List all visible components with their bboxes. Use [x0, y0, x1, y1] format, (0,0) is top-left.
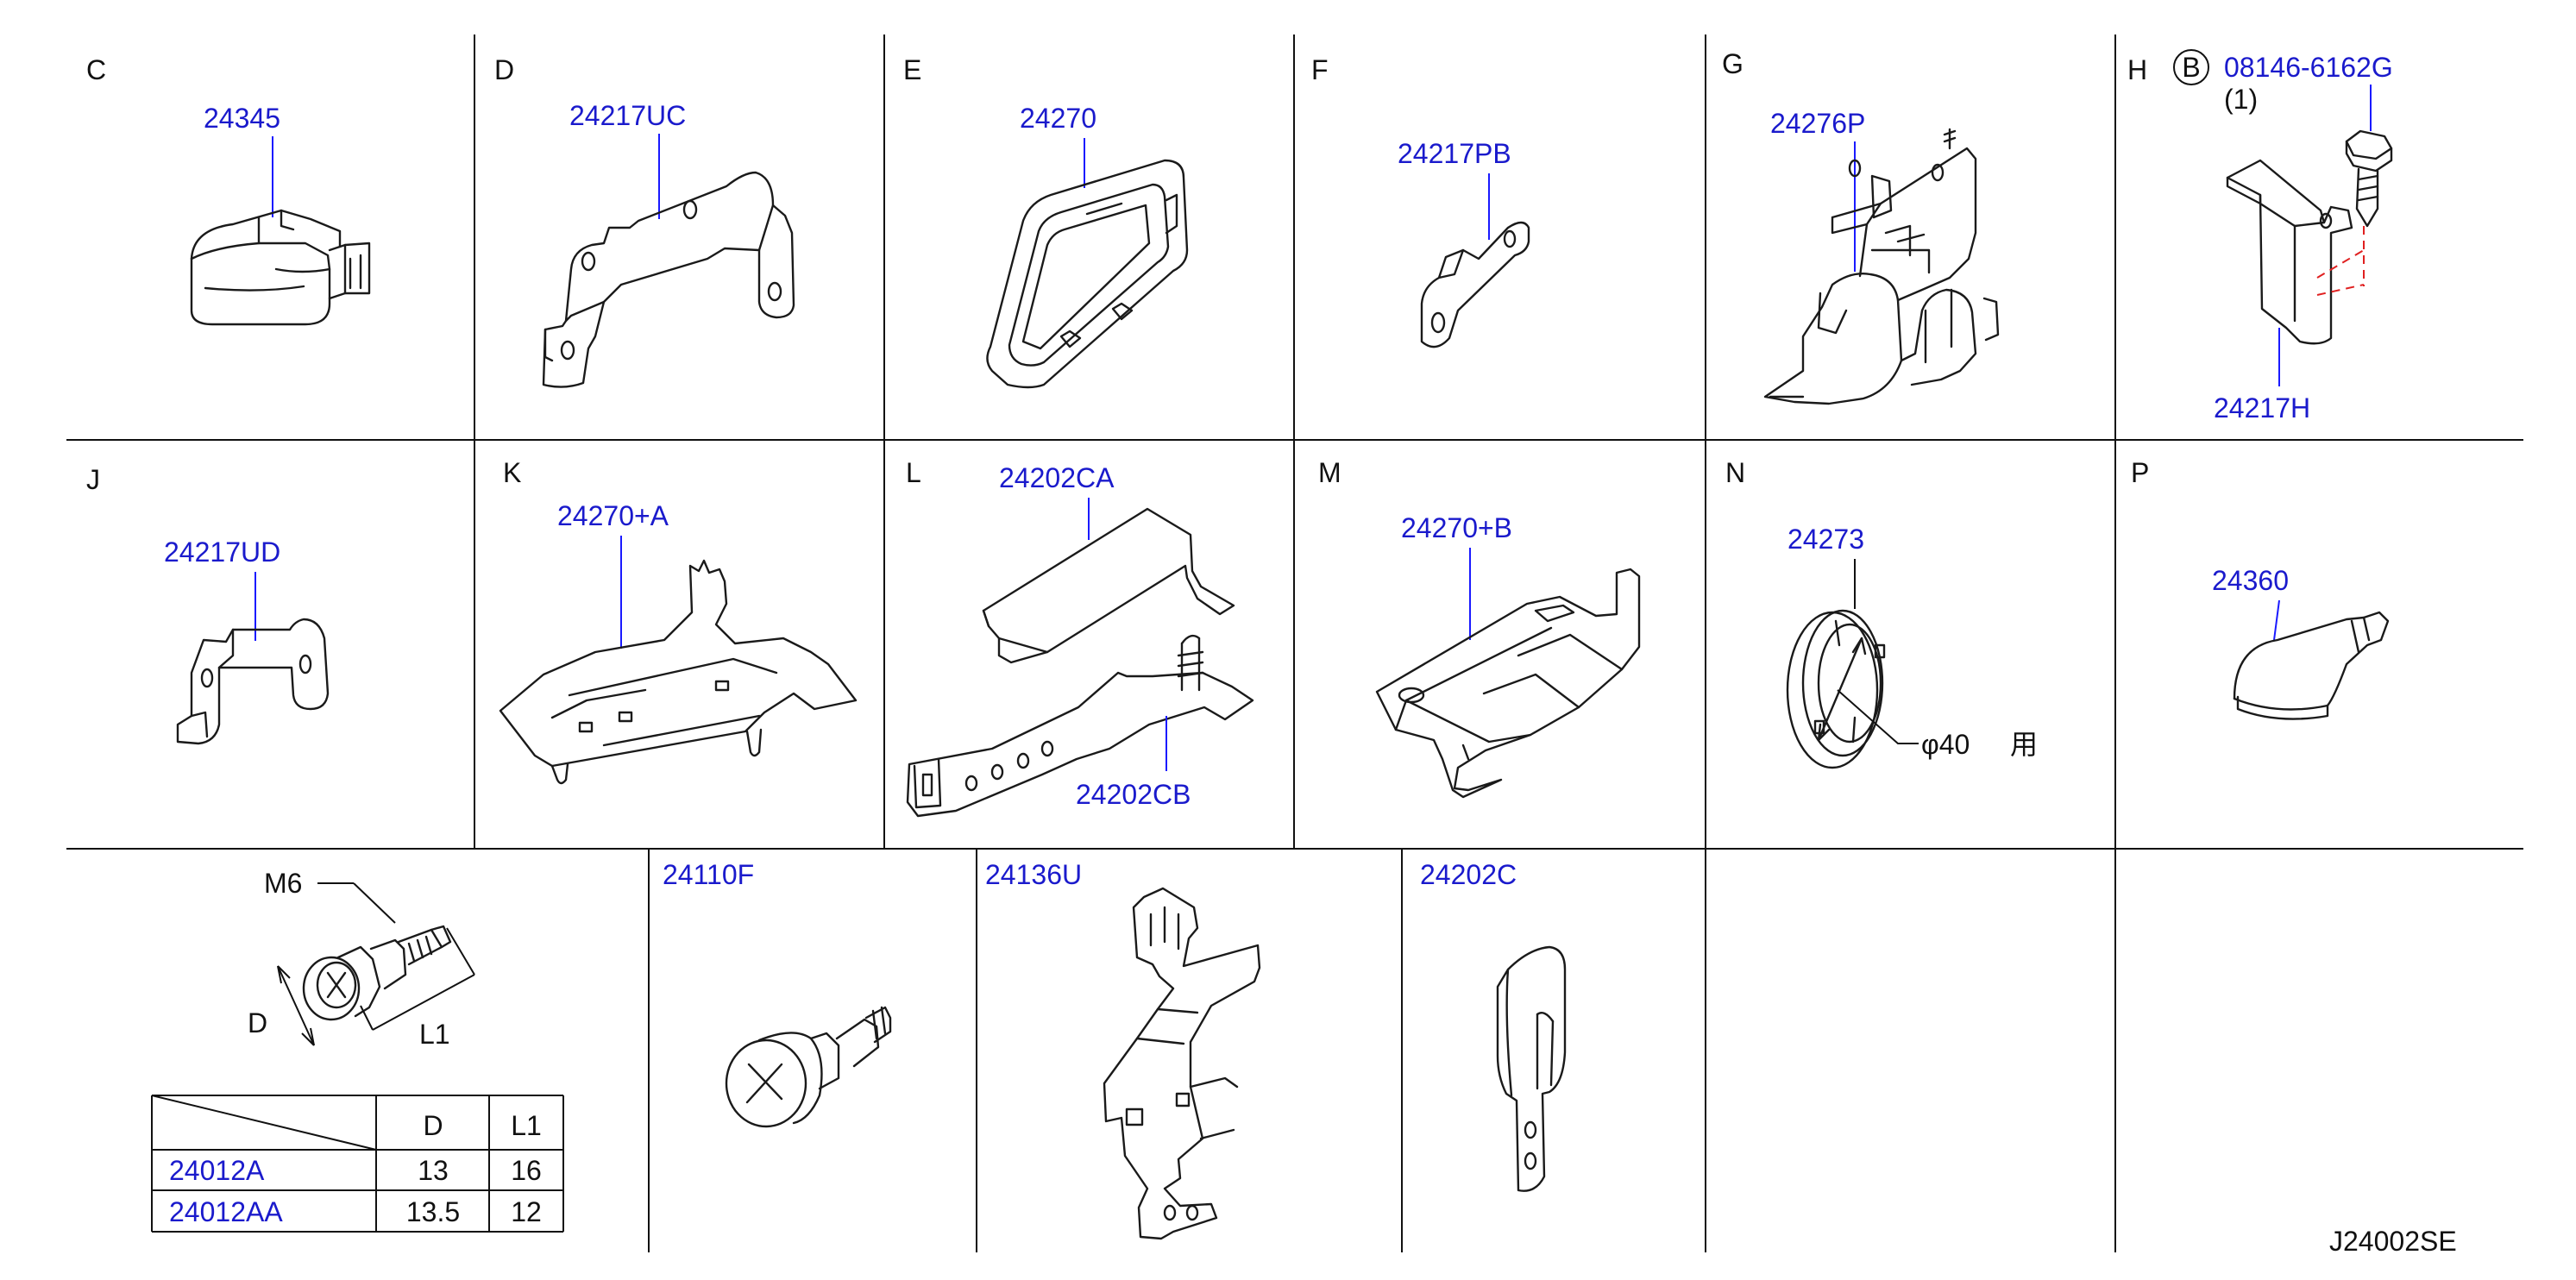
bracket-24202cb-drawing — [906, 634, 1254, 818]
leader-line — [353, 882, 396, 924]
cell-letter-j: J — [86, 464, 100, 495]
bolt-marker-letter: B — [2182, 52, 2200, 83]
diagram-code: J24002SE — [2329, 1226, 2457, 1257]
cell-letter-c: C — [86, 54, 106, 85]
bracket-24217uc-drawing — [542, 171, 795, 388]
table-row-l1: 16 — [511, 1155, 542, 1186]
part-number-24217pb: 24217PB — [1398, 138, 1511, 169]
cell-letter-g: G — [1722, 48, 1744, 79]
part-number-24202cb: 24202CB — [1076, 779, 1191, 810]
bracket-24217pb-drawing — [1420, 221, 1530, 348]
part-number-08146-6162g: 08146-6162G — [2224, 52, 2393, 83]
bracket-24136u-drawing — [1103, 887, 1261, 1240]
thread-size-label: M6 — [264, 868, 302, 899]
clamp-24202c-drawing — [1496, 945, 1567, 1192]
part-number-24360: 24360 — [2212, 565, 2289, 596]
bolt-quantity: (1) — [2224, 84, 2258, 115]
part-number-24270-b: 24270+B — [1401, 512, 1512, 543]
cell-letter-h: H — [2127, 54, 2147, 85]
part-number-24202ca: 24202CA — [999, 462, 1115, 493]
part-number-24110f: 24110F — [663, 859, 754, 890]
part-number-24273: 24273 — [1787, 524, 1864, 555]
plug-24110f-drawing — [725, 1006, 892, 1128]
table-row-d: 13.5 — [406, 1196, 460, 1227]
cell-letter-m: M — [1318, 457, 1341, 488]
cell-letter-e: E — [903, 54, 921, 85]
part-number-24270-a: 24270+A — [557, 500, 669, 531]
part-number-24136u: 24136U — [985, 859, 1082, 890]
bracket-24270a-drawing — [499, 559, 858, 785]
dimension-l1-extension — [360, 927, 475, 1031]
bracket-24270b-drawing — [1375, 568, 1641, 799]
grommet-24273-drawing — [1786, 609, 1886, 769]
cell-letter-n: N — [1725, 457, 1745, 488]
dimension-d-arrows — [277, 965, 315, 1046]
bolt-install-path — [2316, 226, 2365, 296]
part-number-24276p: 24276P — [1770, 108, 1865, 139]
bracket-24217ud-drawing — [176, 618, 330, 745]
boot-24360-drawing — [2233, 611, 2390, 720]
cell-letter-k: K — [503, 457, 521, 488]
part-number-24345: 24345 — [204, 103, 280, 134]
frame-24270-drawing — [986, 159, 1189, 389]
part-number-24270: 24270 — [1020, 103, 1096, 134]
bolt-marker-circle — [2173, 49, 2209, 85]
part-number-24202c: 24202C — [1420, 859, 1517, 890]
table-row-l1: 12 — [511, 1196, 542, 1227]
bolt-drawing — [302, 925, 452, 1021]
bracket-24202ca-drawing — [982, 507, 1235, 664]
leader-line — [1837, 689, 1919, 744]
part-number-24217h: 24217H — [2214, 392, 2310, 424]
bolt-spec-table — [151, 1095, 564, 1233]
table-row-part: 24012A — [169, 1155, 265, 1186]
cell-letter-f: F — [1311, 54, 1329, 85]
cell-letter-p: P — [2131, 457, 2149, 488]
grid-lines — [66, 35, 2523, 1252]
table-header-d: D — [423, 1110, 443, 1141]
diameter-note-suffix: 用 — [2010, 728, 2038, 761]
table-header-l1: L1 — [511, 1110, 542, 1141]
part-number-24217uc: 24217UC — [569, 100, 686, 131]
table-row-d: 13 — [418, 1155, 449, 1186]
clip-24345-drawing — [190, 209, 371, 326]
bracket-24276p-drawing — [1763, 128, 2000, 405]
leader-line — [2273, 599, 2280, 641]
cell-letter-l: L — [906, 457, 921, 488]
bracket-24217h-drawing — [2226, 129, 2393, 345]
part-number-24217ud: 24217UD — [164, 536, 280, 568]
dimension-l1-label: L1 — [419, 1019, 450, 1050]
dimension-d-label: D — [248, 1007, 267, 1038]
table-row-part: 24012AA — [169, 1196, 283, 1227]
diameter-note: φ40 — [1921, 729, 1970, 760]
dimension-d-line — [277, 965, 315, 1046]
dimension-l1-line — [372, 974, 475, 1031]
cell-letter-d: D — [494, 54, 514, 85]
